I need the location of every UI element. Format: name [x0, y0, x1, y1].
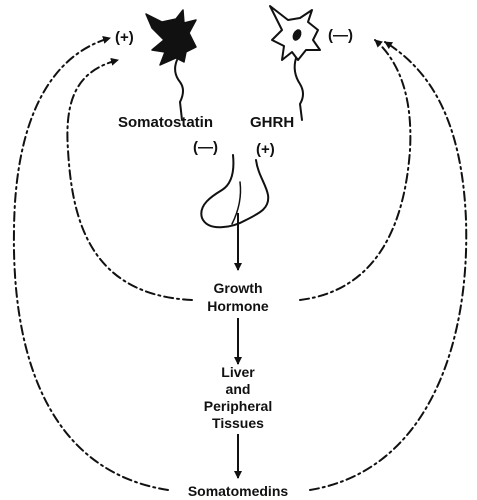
- ghrh-label: GHRH: [250, 114, 295, 131]
- pituitary-gland-icon: [200, 154, 270, 229]
- somatomedins-label: Somatomedins: [187, 483, 289, 499]
- ghrh-neuron-icon: [269, 5, 321, 121]
- somatostatin-sign: (—): [193, 139, 218, 156]
- somatostatin-neuron-icon: [145, 9, 197, 121]
- ghrh-sign: (+): [256, 141, 275, 158]
- liver-line2: and: [225, 381, 251, 397]
- right-neuron-sign: (—): [328, 27, 353, 44]
- left-neuron-sign: (+): [115, 29, 134, 46]
- feedback-gh-to-somatostatin: [66, 57, 193, 301]
- growth-hormone-line1: Growth: [213, 280, 263, 296]
- liver-line1: Liver: [221, 364, 255, 380]
- feedback-somatomedins-to-ghrh: [309, 41, 468, 491]
- liver-line4: Tissues: [212, 415, 264, 431]
- feedback-somatomedins-to-somatostatin: [12, 36, 169, 491]
- liver-line3: Peripheral: [203, 398, 273, 414]
- growth-hormone-label: Growth Hormone: [190, 281, 286, 313]
- somatostatin-label: Somatostatin: [118, 114, 214, 131]
- feedback-gh-to-ghrh: [299, 39, 412, 301]
- growth-hormone-line2: Hormone: [207, 298, 269, 314]
- liver-tissues-label: Liver and Peripheral Tissues: [188, 365, 288, 430]
